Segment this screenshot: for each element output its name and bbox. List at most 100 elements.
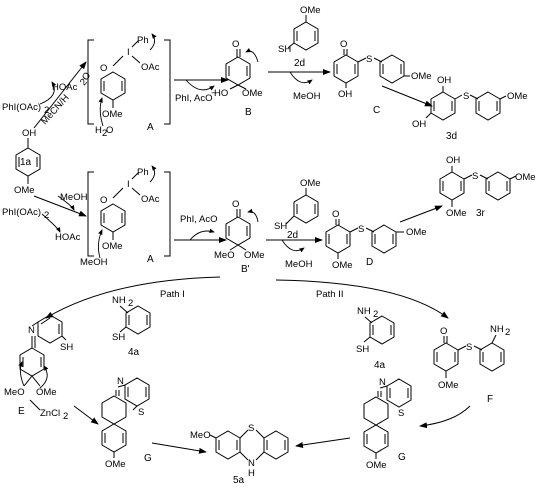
nitrogen-label: N: [28, 325, 35, 336]
svg-text:2: 2: [373, 309, 378, 320]
reagent-phi-oac2-mid: PhI(OAc): [2, 207, 41, 218]
sulfur-label: S: [358, 224, 364, 235]
carbonyl-oxygen: O: [332, 209, 339, 220]
path-I-label: Path I: [160, 289, 185, 300]
carbonyl-oxygen: O: [232, 199, 239, 210]
intermediate-Bprime: O MeO OMe B': [214, 199, 265, 275]
nitrogen-label: N: [117, 376, 124, 387]
thiol-label: SH: [60, 342, 73, 353]
intermediate-A-middle: Ph I OAc O OMe MeOH A: [80, 165, 171, 268]
methoxy-label-right: OMe: [244, 250, 265, 261]
svg-text:−: −: [211, 88, 217, 99]
arrow-Gleft-to-5a: [151, 442, 207, 454]
oxygen-label: O: [100, 63, 107, 74]
methoxy-label-left: MeO: [4, 387, 25, 398]
reagent-hoac-mid: HOAc: [55, 232, 81, 243]
methoxy-label: OMe: [102, 241, 123, 252]
middle-reagents: MeOH PhI(OAc) 2 HOAc: [2, 192, 88, 243]
methoxy-label: OMe: [102, 109, 123, 120]
label-2d-top: 2d: [294, 58, 305, 69]
phenyl-label: Ph: [137, 35, 149, 46]
intermediate-A-top: Ph I OAc O OMe H 2 O A: [87, 33, 171, 139]
label-4a-right: 4a: [374, 360, 386, 371]
arrow-B-to-C: MeOH: [268, 69, 331, 102]
product-3r: OH S OMe OMe 3r: [439, 155, 536, 219]
oxygen-label: O: [100, 195, 107, 206]
aminothiophenol-4a-left: NH 2 SH 4a: [112, 295, 151, 358]
hydroxy-label: OH: [446, 155, 460, 166]
product-3d: OH S OMe OH 3d: [412, 75, 528, 142]
acetoxy-label: OAc: [141, 194, 160, 205]
svg-text:2: 2: [505, 327, 510, 338]
methoxy-label-bottom: OMe: [332, 260, 353, 271]
reagent-phi-oac2-top: PhI(OAc): [2, 102, 41, 113]
methoxy-label: MeO: [190, 430, 211, 441]
amine-label: NH: [490, 324, 504, 335]
arrow-Bprime-to-D: MeOH: [266, 237, 323, 270]
path-II-label: Path II: [316, 289, 343, 300]
intermediate-C: O S OMe OH C: [333, 39, 432, 116]
thiol-label: SH: [112, 332, 125, 343]
hydroxy-label: HO: [214, 88, 228, 99]
carbonyl-oxygen: O: [232, 39, 239, 50]
iodine-label: I: [127, 47, 130, 58]
sulfur-label: S: [463, 91, 469, 102]
label-3d: 3d: [446, 131, 457, 142]
svg-text:2: 2: [78, 77, 90, 88]
nitrogen-label: N: [379, 377, 386, 388]
hydroxy-label: OH: [437, 75, 451, 86]
sulfur-label: S: [472, 171, 478, 182]
methoxy-label: OMe: [507, 91, 528, 102]
sulfur-label: S: [138, 407, 144, 418]
nitrogen-label: N: [248, 458, 255, 469]
methoxy-label: OMe: [515, 172, 536, 183]
reagent-phi-aco-minus: PhI, AcO: [175, 93, 213, 104]
thiol-label: SH: [356, 344, 369, 355]
thiol-2d-top: OMe SH 2d: [278, 5, 321, 69]
svg-text:O: O: [106, 125, 113, 136]
label-E: E: [18, 406, 25, 417]
methoxy-label: OMe: [300, 178, 321, 189]
label-A-middle: A: [147, 254, 154, 265]
label-C: C: [373, 105, 380, 116]
reagent-meoh-top: MeOH: [293, 91, 321, 102]
arrow-C-to-3d: [381, 85, 433, 107]
hydrogen-label: H: [248, 468, 255, 479]
compound-1a: OH OMe 1a: [14, 128, 41, 196]
intermediate-E: SH N MeO OMe E ZnCl 2: [4, 314, 73, 422]
label-4a-left: 4a: [128, 347, 140, 358]
hydroxy-label: OH: [338, 89, 352, 100]
svg-text:2: 2: [44, 210, 49, 221]
label-2d-middle: 2d: [287, 230, 298, 241]
svg-text:2: 2: [128, 298, 133, 309]
arrow-F-to-G: [419, 405, 471, 429]
arrow-A-to-Bprime: PhI, AcO: [174, 214, 227, 243]
label-5a: 5a: [233, 475, 245, 486]
carbonyl-oxygen: O: [340, 39, 347, 50]
reagent-meoh-mid2: MeOH: [285, 259, 313, 270]
arrow-E-to-G: [73, 405, 99, 425]
hydroxyl-label: OH: [22, 128, 36, 139]
svg-text:2: 2: [102, 128, 107, 139]
carbonyl-oxygen: O: [440, 326, 447, 337]
amine-label: NH: [357, 306, 371, 317]
thiol-label: SH: [274, 221, 287, 232]
sulfur-label: S: [366, 54, 372, 65]
methoxy-label-right: OMe: [36, 387, 57, 398]
sulfur-label: S: [248, 423, 254, 434]
methoxy-label: OMe: [105, 459, 126, 470]
reagent-hoac-top: HOAc: [52, 82, 78, 93]
reagent-zncl2: ZnCl: [40, 408, 60, 419]
top-reagents: PhI(OAc) 2 HOAc MeCN/H 2 O: [2, 61, 93, 129]
sulfur-label: S: [398, 408, 404, 419]
label-A-top: A: [147, 122, 154, 133]
intermediate-G-left: N S OMe G: [101, 376, 152, 470]
intermediate-F: O S NH 2 OMe F: [433, 324, 510, 405]
intermediate-B: O HO OMe B: [214, 39, 263, 118]
label-3r: 3r: [476, 208, 486, 219]
intermediate-D: O S OMe OMe D: [325, 209, 427, 271]
product-5a: MeO S N H 5a: [190, 423, 289, 486]
arrow-A-to-B: PhI, AcO −: [174, 77, 229, 104]
methoxy-label-bottom: OMe: [446, 208, 467, 219]
